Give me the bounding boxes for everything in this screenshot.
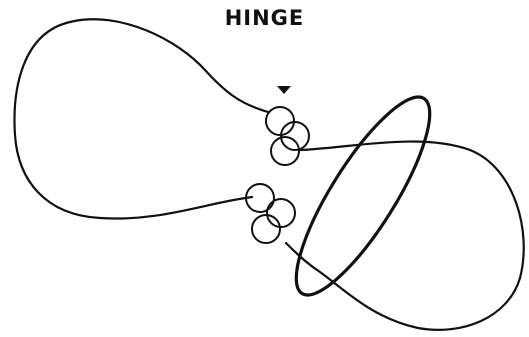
lower-ring-2 xyxy=(267,199,295,227)
lower-ring-cluster xyxy=(246,184,295,243)
upper-ring-3 xyxy=(271,137,299,165)
upper-ring-2 xyxy=(281,122,309,150)
upper-ring-cluster xyxy=(266,107,309,165)
upper-ring-1 xyxy=(266,107,294,135)
lower-ring-3 xyxy=(252,215,280,243)
right-lobe-curve xyxy=(286,142,524,330)
tilted-loop xyxy=(275,82,451,311)
left-lobe-curve xyxy=(15,19,268,218)
triangle-marker-icon xyxy=(277,86,291,94)
